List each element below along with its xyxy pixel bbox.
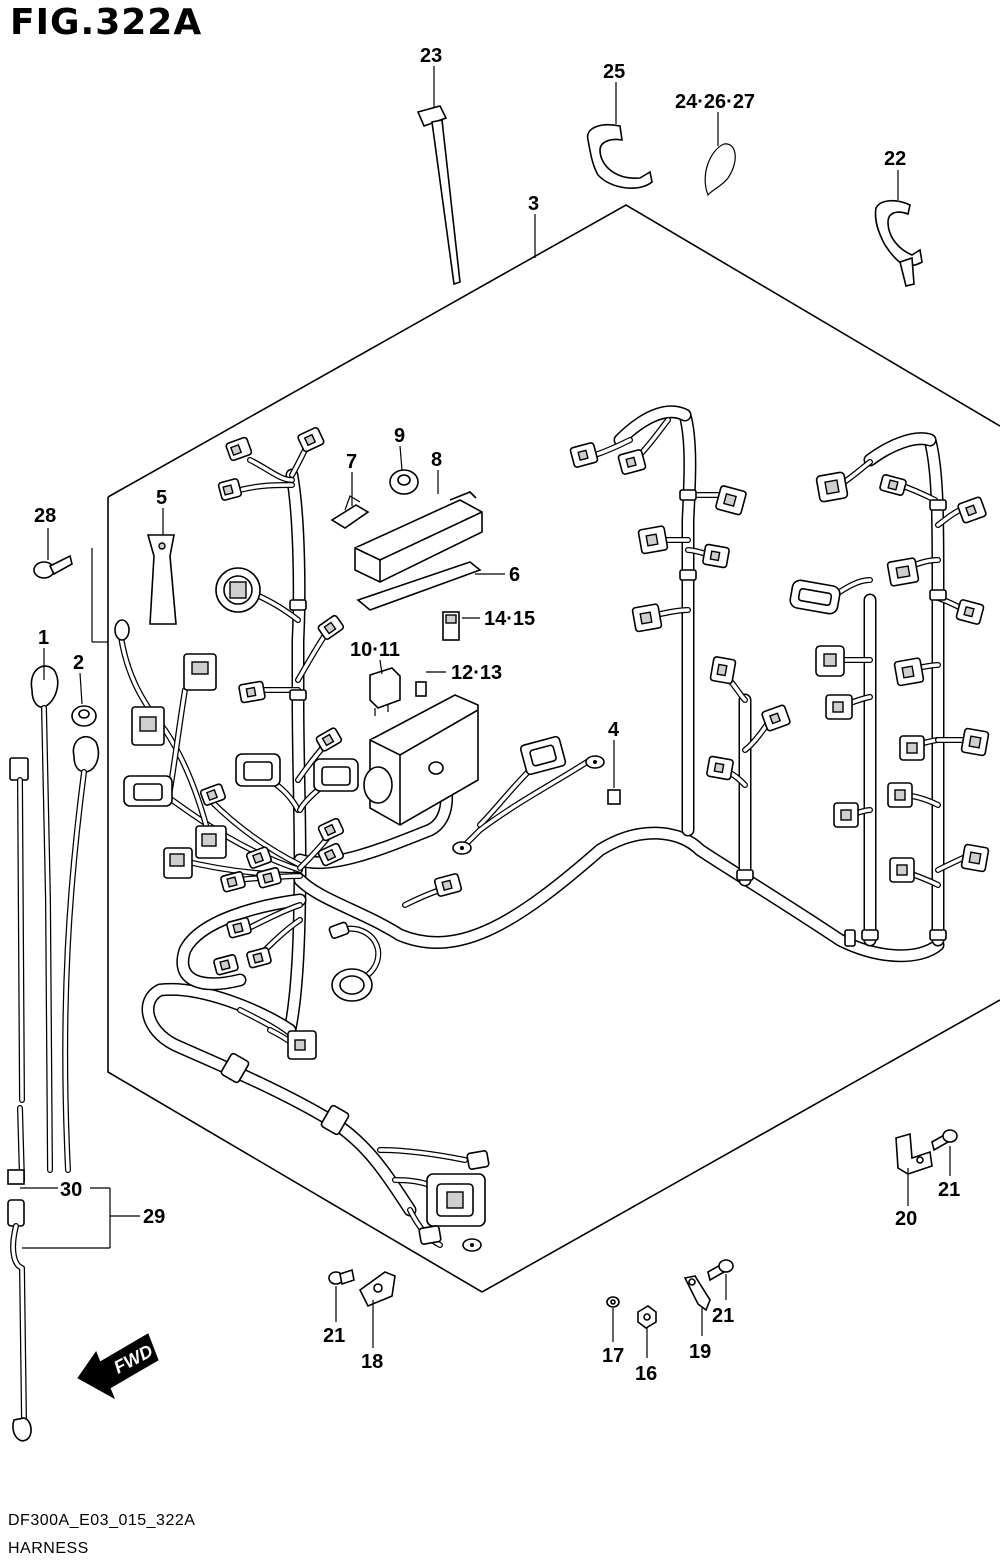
fuse-puller-5 [146,534,177,625]
bolt-21-left [328,1268,355,1286]
fuse-part-14 [442,611,460,641]
callout-9: 9 [394,425,405,447]
harness-assembly-frame [107,204,1000,1293]
nut-2 [71,705,97,727]
callout-24-26-27: 24·26·27 [675,91,755,113]
callout-8: 8 [431,449,442,471]
callout-20: 20 [895,1208,917,1230]
fuse-holder-cable-29 [7,757,32,1442]
bracket-18 [358,1271,396,1308]
callout-22: 22 [884,148,906,170]
callout-28: 28 [34,505,56,527]
bolt-28 [33,554,73,579]
branch-wires [117,417,973,1248]
bolt-21-right [931,1129,958,1152]
relay-part [369,667,401,716]
callout-21-left: 21 [323,1325,345,1347]
washer-17 [606,1296,620,1308]
callout-21-right: 21 [938,1179,960,1201]
callout-23: 23 [420,45,442,67]
fuse-box-gasket [356,561,482,611]
callout-1: 1 [38,627,49,649]
clamp-25 [586,124,653,189]
callout-14-15: 14·15 [484,608,535,630]
relay-box [363,694,479,826]
leader-lines [20,66,951,1358]
cable-tie-23 [416,105,461,286]
callout-3: 3 [528,193,539,215]
bracket-20 [895,1132,933,1175]
fuse-part-4 [607,789,621,805]
callout-16: 16 [635,1363,657,1385]
nut-16 [637,1305,657,1329]
callout-6: 6 [509,564,520,586]
callout-4: 4 [608,719,620,741]
callout-2: 2 [73,652,84,674]
clamp-22 [874,199,923,287]
main-harness-wires [141,405,945,1217]
fuse-part-12 [415,681,427,697]
callout-21-mid: 21 [712,1305,734,1327]
wire-tape-bands [289,489,947,947]
harness-connectors [114,426,990,1252]
figure-title: FIG.322A [10,2,203,43]
callout-19: 19 [689,1341,711,1363]
clip-24-26-27 [704,143,736,197]
bolt-21-mid [707,1259,734,1282]
callout-12-13: 12·13 [451,662,502,684]
callout-30: 30 [60,1179,82,1201]
figure-code: DF300A_E03_015_322A [8,1512,196,1529]
figure-name: HARNESS [8,1540,89,1557]
callout-10-11: 10·11 [350,639,400,661]
callout-5: 5 [156,487,167,509]
callout-25: 25 [603,61,625,83]
grommet-part-9 [389,469,419,495]
callout-7: 7 [346,451,357,473]
callout-29: 29 [143,1206,165,1228]
battery-cable-1 [30,665,100,1173]
callout-18: 18 [361,1351,383,1373]
callout-17: 17 [602,1345,624,1367]
fuse-box-cover [354,491,483,583]
bracket-19 [683,1275,711,1312]
clip-part-7 [330,495,370,529]
callout-labels: 23 25 24·26·27 22 3 9 7 8 5 28 6 14·15 1… [34,45,960,1385]
fwd-arrow: FWD [77,1333,159,1400]
